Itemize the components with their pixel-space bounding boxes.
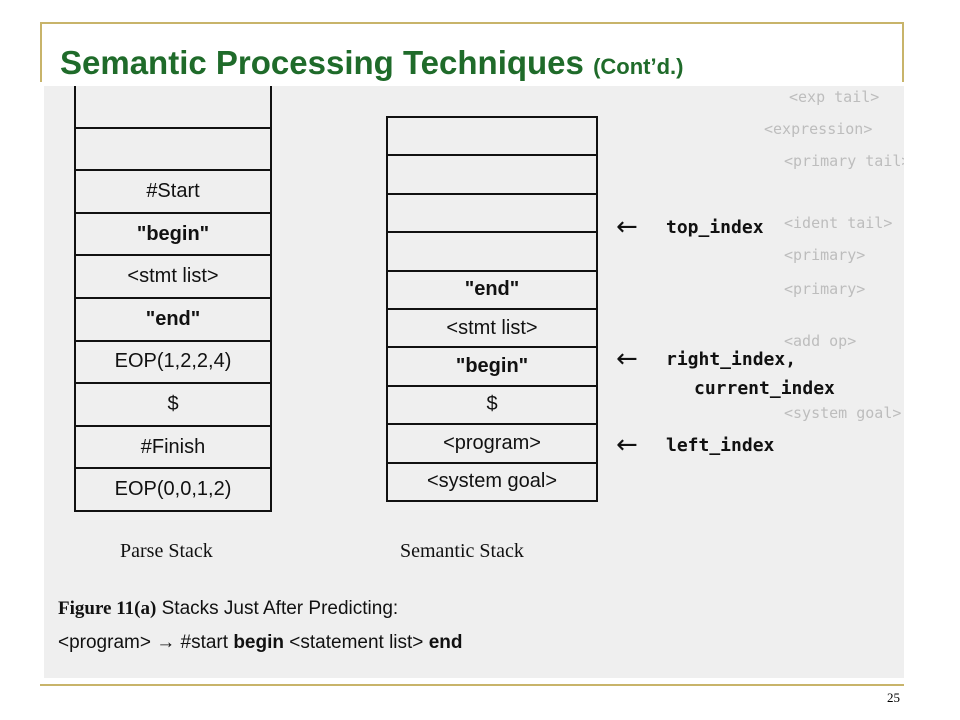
ghost-text-line: <primary>	[784, 280, 866, 298]
slide-title: Semantic Processing Techniques (Cont’d.)	[60, 44, 683, 82]
parse-stack-cell: EOP(0,0,1,2)	[74, 467, 272, 512]
semantic-stack-cell: <stmt list>	[386, 308, 598, 349]
ghost-text-line: <expression>	[764, 120, 873, 138]
pointer-right-index: ← right_index,	[616, 346, 796, 372]
left-arrow-icon: ←	[616, 430, 638, 460]
ghost-text-line: <primary>	[784, 246, 866, 264]
pointer-left-index: ← left_index	[616, 432, 774, 458]
semantic-stack-cell: <program>	[386, 423, 598, 464]
production-begin: begin	[233, 632, 284, 653]
semantic-stack-cell	[386, 116, 598, 157]
figure-caption: Figure 11(a) Stacks Just After Predictin…	[58, 598, 398, 620]
slide-title-sub: (Cont’d.)	[593, 54, 684, 79]
semantic-stack-cell: "begin"	[386, 346, 598, 387]
semantic-stack-cell: "end"	[386, 269, 598, 310]
figure-caption-text: Stacks Just After Predicting:	[161, 598, 399, 619]
frame-bottom-line	[40, 684, 904, 686]
parse-stack-cell	[74, 86, 272, 129]
production-arrow: →	[156, 632, 176, 653]
semantic-stack-cell: $	[386, 384, 598, 426]
semantic-stack-cell	[386, 231, 598, 272]
pointer-left-index-label: left_index	[666, 434, 775, 456]
parse-stack-cell: <stmt list>	[74, 254, 272, 299]
pointer-top-index-label: top_index	[666, 216, 764, 238]
ghost-text-line: <ident tail>	[784, 214, 893, 232]
parse-stack-cell: "end"	[74, 297, 272, 342]
slide-title-main: Semantic Processing Techniques	[60, 44, 584, 81]
ghost-text-line: <add op>	[784, 332, 857, 350]
ghost-text-line: <exp tail>	[789, 88, 880, 106]
frame-right-line	[902, 22, 904, 82]
production-lhs: <program>	[58, 632, 151, 653]
semantic-stack-caption: Semantic Stack	[400, 540, 524, 562]
frame-left-line	[40, 22, 42, 82]
parse-stack-cell: EOP(1,2,2,4)	[74, 339, 272, 385]
left-arrow-icon: ←	[616, 212, 638, 242]
ghost-text-line: <system goal>	[784, 404, 902, 422]
pointer-current-index-label: current_index	[694, 378, 835, 399]
semantic-stack-cell	[386, 154, 598, 195]
semantic-stack-cell	[386, 192, 598, 234]
parse-stack-cell: #Start	[74, 169, 272, 214]
parse-stack-cell: #Finish	[74, 424, 272, 470]
production-start: #start	[180, 632, 229, 653]
production-end: end	[428, 632, 463, 653]
parse-stack-cell: $	[74, 382, 272, 427]
production-list: <statement list>	[289, 632, 424, 653]
parse-stack-cell	[74, 126, 272, 172]
parse-stack-caption: Parse Stack	[120, 540, 213, 562]
figure-production: <program> → #start begin <statement list…	[58, 632, 462, 654]
parse-stack-cell: "begin"	[74, 211, 272, 257]
semantic-stack-cell: <system goal>	[386, 461, 598, 502]
figure-label: Figure 11(a)	[58, 598, 157, 619]
pointer-top-index: ← top_index	[616, 214, 764, 240]
page-number: 25	[887, 690, 900, 705]
frame-top-line	[40, 22, 904, 24]
scanned-figure: <exp tail> <expression> <primary tail> <ide…	[44, 86, 904, 678]
ghost-text-line: <primary tail>	[784, 152, 904, 170]
pointer-right-index-label: right_index,	[666, 348, 797, 370]
left-arrow-icon: ←	[616, 344, 638, 374]
